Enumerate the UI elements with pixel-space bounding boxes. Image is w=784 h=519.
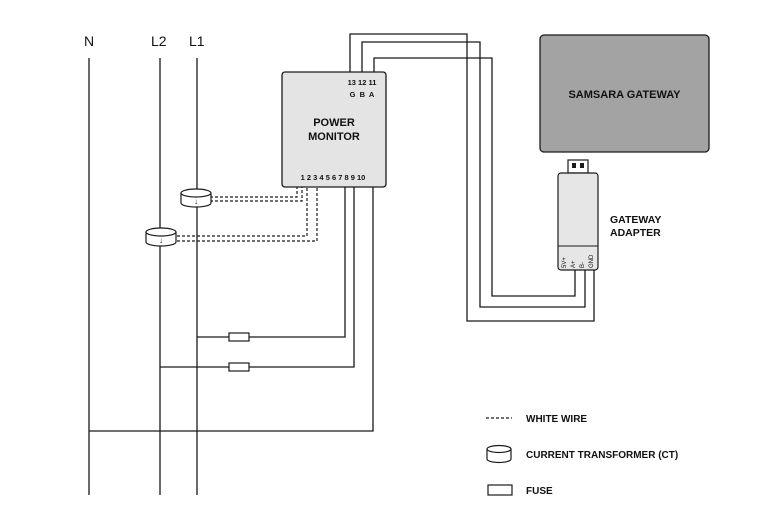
legend-fuse-label: FUSE [526,486,553,497]
monitor-top-terminal-letters: G B A [350,90,375,99]
adapter-pin-5v: 5V+ [562,257,568,268]
ct1-white-wire-a [210,187,298,198]
legend-ct-icon [486,444,512,464]
neutral-label: N [84,33,94,49]
ct2-white-wire-a [177,187,308,237]
monitor-top-terminal-numbers: 13 12 11 [348,78,377,87]
fuse-l2 [228,362,250,372]
fuse-l1 [228,332,250,342]
l2-label: L2 [151,33,167,49]
l1-label: L1 [189,33,205,49]
l1-voltage-wire [197,187,346,338]
l2-voltage-wire [160,187,355,368]
current-transformer-l2: ↓ [145,227,177,247]
adapter-label-line1: GATEWAY [610,214,661,226]
neutral-voltage-wire [89,187,374,432]
samsara-gateway: SAMSARA GATEWAY [539,34,710,153]
gateway-connector [567,159,589,174]
gateway-adapter: 5V+ A+ B- GND [557,172,599,271]
monitor-bottom-terminals: 1 2 3 4 5 6 7 8 9 10 [301,173,366,182]
power-monitor: 13 12 11 G B A POWER MONITOR 1 2 3 4 5 6… [281,71,387,188]
ct-arrow-icon: ↓ [194,197,198,206]
monitor-title-line2: MONITOR [308,131,360,143]
current-transformer-l1: ↓ [180,188,212,208]
adapter-pin-b: B- [580,262,586,268]
legend-ct-label: CURRENT TRANSFORMER (CT) [526,450,678,461]
rs485-wire-b [361,41,586,308]
ct-arrow-icon: ↓ [159,236,163,245]
legend: WHITE WIRE CURRENT TRANSFORMER (CT) FUSE [486,414,678,497]
legend-fuse-icon [487,484,513,496]
monitor-title-line1: POWER [313,117,355,129]
adapter-pin-a: A+ [571,260,577,268]
rs485-wire-g [349,33,595,322]
ct1-white-wire-b [210,187,303,202]
gateway-label: SAMSARA GATEWAY [568,89,681,101]
adapter-pin-gnd: GND [589,254,595,268]
ct2-white-wire-b [177,187,318,242]
adapter-label-line2: ADAPTER [610,227,661,239]
rs485-wire-a [373,57,576,297]
legend-white-wire-label: WHITE WIRE [526,414,587,425]
